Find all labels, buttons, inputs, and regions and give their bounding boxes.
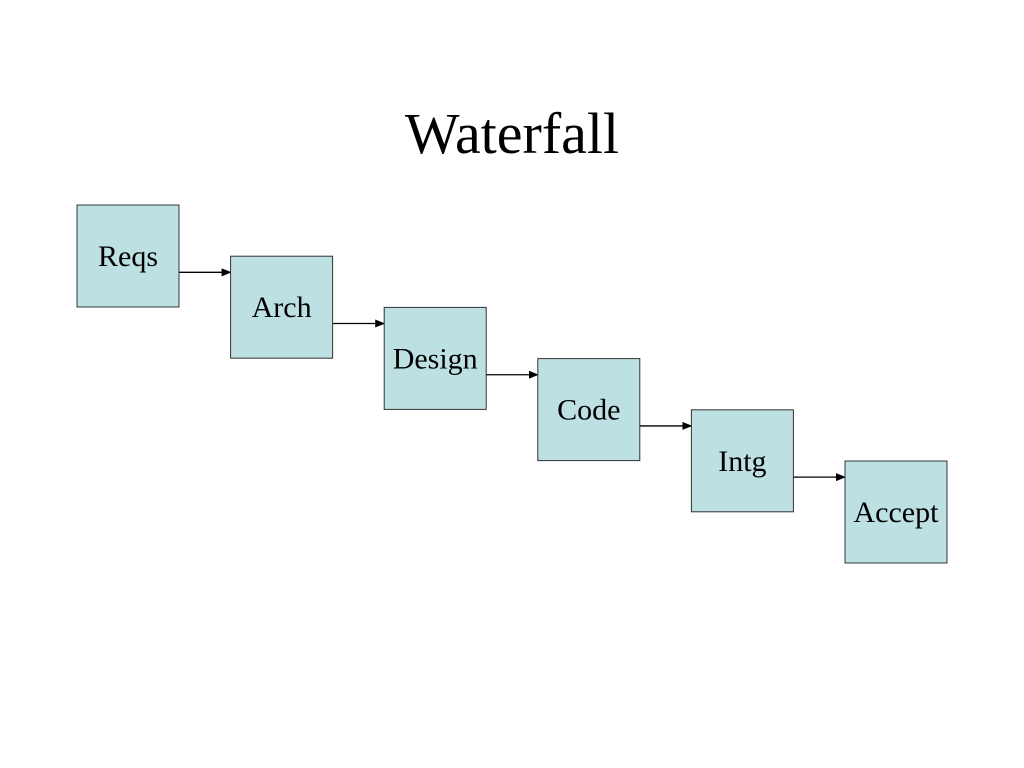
stage-rect bbox=[76, 204, 180, 308]
stage-label: Design bbox=[393, 342, 478, 375]
stage-box-reqs: Reqs bbox=[76, 204, 180, 308]
stage-rect bbox=[537, 358, 641, 462]
stage-rect bbox=[844, 460, 948, 564]
stage-rect bbox=[383, 306, 487, 410]
stage-box-arch: Arch bbox=[230, 255, 334, 359]
stage-label: Reqs bbox=[98, 240, 158, 273]
stage-box-design: Design bbox=[383, 306, 487, 410]
stage-rect bbox=[230, 255, 334, 359]
stage-label: Arch bbox=[252, 291, 312, 324]
slide-title: Waterfall bbox=[404, 101, 620, 166]
stage-rect bbox=[690, 409, 794, 513]
stage-box-accept: Accept bbox=[844, 460, 948, 564]
stage-label: Intg bbox=[718, 445, 766, 478]
stage-label: Code bbox=[557, 394, 620, 427]
stage-box-intg: Intg bbox=[690, 409, 794, 513]
connector-arrows bbox=[179, 268, 846, 482]
stage-box-code: Code bbox=[537, 358, 641, 462]
stage-label: Accept bbox=[854, 496, 940, 529]
